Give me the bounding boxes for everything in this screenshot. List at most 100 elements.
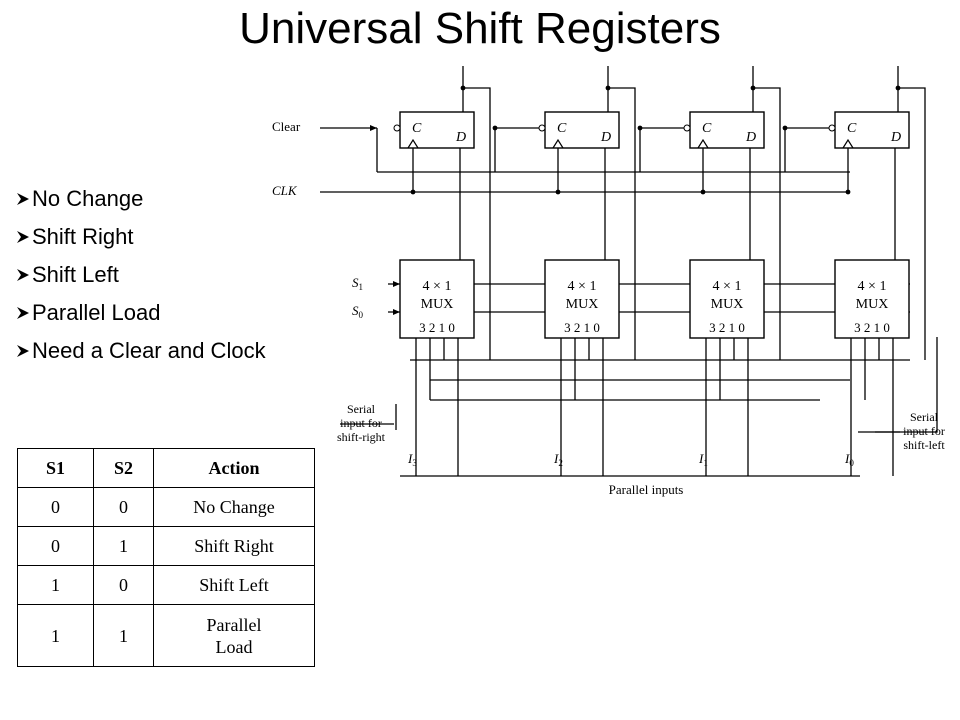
s0-label: S0 — [352, 303, 364, 320]
cell: 0 — [17, 526, 94, 566]
table-row: 1 0 Shift Left — [17, 565, 315, 605]
cell: 0 — [93, 487, 154, 527]
svg-text:shift-left: shift-left — [903, 438, 945, 452]
input-i3-label: I3 — [407, 451, 417, 468]
bullet-item: Shift Left — [16, 256, 266, 294]
cell: 1 — [17, 565, 94, 605]
arrow-bullet-icon — [17, 269, 29, 281]
bullet-text: Need a Clear and Clock — [32, 338, 266, 363]
ff-c-label: C — [702, 121, 712, 136]
cell: 1 — [93, 526, 154, 566]
bullet-text: Shift Left — [32, 262, 119, 287]
blocks: C D 4 × 1 MUX 3 2 1 0 C D 4 × 1 MUX 3 2 1 0 C D 4 × … — [393, 111, 910, 339]
parallel-load-text: Parallel Load — [206, 614, 262, 657]
mux-label: MUX — [856, 297, 889, 312]
mux-select-labels: 3 2 1 0 — [854, 320, 890, 335]
cell: 0 — [93, 565, 154, 605]
junction-dot — [555, 189, 561, 195]
bullet-item: Need a Clear and Clock — [16, 332, 266, 370]
clock-edge-icon — [842, 138, 854, 149]
junction-dots — [370, 85, 901, 315]
junction-dot — [492, 125, 498, 131]
clear-arrow — [370, 125, 377, 131]
q-feedback-line — [608, 87, 636, 360]
bullet-text: Parallel Load — [32, 300, 161, 325]
mux-label: MUX — [711, 297, 744, 312]
cell: No Change — [153, 487, 315, 527]
mux-0 — [834, 259, 910, 339]
bullet-item: Shift Right — [16, 218, 266, 256]
feature-list: No Change Shift Right Shift Left Paralle… — [16, 180, 266, 370]
serial-left-label: Serial input for shift-left — [903, 410, 945, 452]
table-row: 0 1 Shift Right — [17, 526, 315, 566]
q-feedback-line — [753, 87, 781, 360]
svg-text:Serial: Serial — [910, 410, 939, 424]
junction-dot — [700, 189, 706, 195]
svg-text:Serial: Serial — [347, 402, 376, 416]
mux-label: MUX — [566, 297, 599, 312]
input-i2-label: I2 — [553, 451, 563, 468]
mux-title: 4 × 1 — [568, 279, 597, 294]
q-feedback-line — [463, 87, 491, 360]
table-row: 0 0 No Change — [17, 487, 315, 527]
arrow-bullet-icon — [17, 307, 29, 319]
junction-dot — [895, 85, 901, 91]
cell: Parallel Load — [153, 604, 315, 667]
mux-select-labels: 3 2 1 0 — [709, 320, 745, 335]
clear-label: Clear — [272, 119, 301, 134]
s1-label: S1 — [352, 275, 363, 292]
mux-title: 4 × 1 — [713, 279, 742, 294]
s0-arrow — [393, 309, 400, 315]
mux-2 — [544, 259, 620, 339]
junction-dot — [845, 189, 851, 195]
clear-bubble-icon — [538, 124, 546, 132]
serial-right-label: Serial input for shift-right — [337, 402, 386, 444]
cell: 1 — [17, 604, 94, 667]
ff-d-label: D — [455, 130, 466, 145]
input-i0-label: I0 — [844, 451, 854, 468]
q-feedback-line — [898, 87, 926, 360]
cell: Shift Right — [153, 526, 315, 566]
bullet-text: Shift Right — [32, 224, 134, 249]
input-i1-label: I1 — [698, 451, 708, 468]
clk-label: CLK — [272, 183, 298, 198]
clock-edge-icon — [552, 138, 564, 149]
col-header-s1: S1 — [17, 448, 94, 488]
s1-arrow — [393, 281, 400, 287]
ff-c-label: C — [557, 121, 567, 136]
mux-title: 4 × 1 — [423, 279, 452, 294]
cell: 1 — [93, 604, 154, 667]
mux-select-labels: 3 2 1 0 — [419, 320, 455, 335]
arrow-bullet-icon — [17, 231, 29, 243]
junction-dot — [637, 125, 643, 131]
ff-c-label: C — [412, 121, 422, 136]
table-header-row: S1 S2 Action — [17, 448, 315, 488]
junction-dot — [782, 125, 788, 131]
svg-text:input for: input for — [340, 416, 382, 430]
clear-bubble-icon — [683, 124, 691, 132]
mux-3 — [399, 259, 475, 339]
junction-dot — [750, 85, 756, 91]
junction-dot — [410, 189, 416, 195]
mux-title: 4 × 1 — [858, 279, 887, 294]
arrow-bullet-icon — [17, 345, 29, 357]
slide-title: Universal Shift Registers — [239, 4, 721, 53]
cell: Shift Left — [153, 565, 315, 605]
mode-table: S1 S2 Action 0 0 No Change 0 1 Shift Rig… — [17, 448, 315, 667]
svg-text:input for: input for — [903, 424, 945, 438]
junction-dot — [460, 85, 466, 91]
ff-d-label: D — [890, 130, 901, 145]
ff-d-label: D — [745, 130, 756, 145]
ff-d-label: D — [600, 130, 611, 145]
junction-dot — [605, 85, 611, 91]
mux-label: MUX — [421, 297, 454, 312]
mux-1 — [689, 259, 765, 339]
mux-select-labels: 3 2 1 0 — [564, 320, 600, 335]
shift-register-diagram: C D 4 × 1 MUX 3 2 1 0 C D 4 × 1 MUX 3 2 1 0 C D 4 × … — [272, 66, 945, 497]
col-header-s2: S2 — [93, 448, 154, 488]
clock-edge-icon — [697, 138, 709, 149]
ff-c-label: C — [847, 121, 857, 136]
bullet-text: No Change — [32, 186, 144, 211]
svg-text:shift-right: shift-right — [337, 430, 386, 444]
clock-edge-icon — [407, 138, 419, 149]
